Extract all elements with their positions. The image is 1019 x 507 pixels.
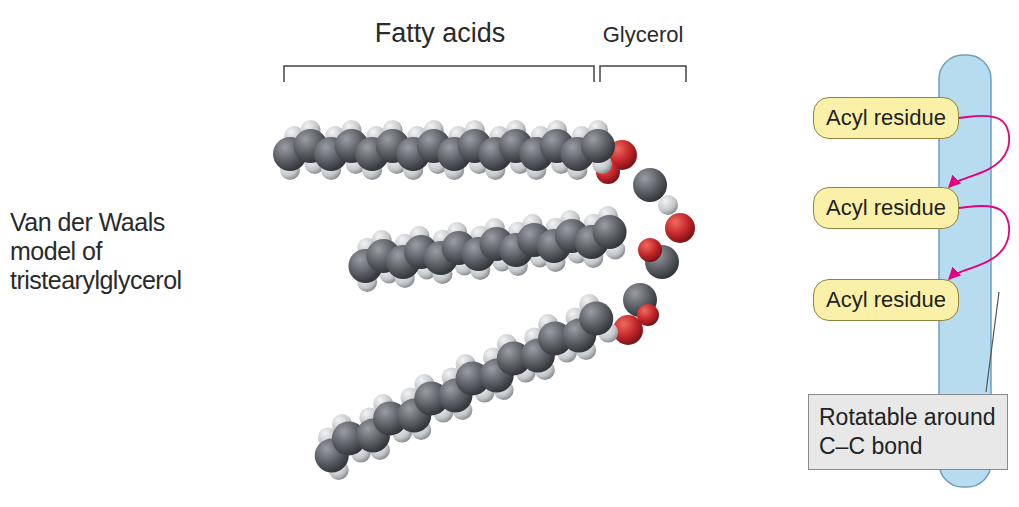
atom (665, 213, 695, 243)
group-label: Fatty acids (375, 18, 506, 49)
atom (658, 195, 678, 215)
acyl-residue-box: Acyl residue (813, 279, 959, 321)
fatty-acid-chain (315, 294, 618, 480)
fatty-acids-bracket (284, 66, 594, 82)
fatty-acid-chain (348, 206, 626, 292)
atom (638, 238, 662, 262)
acyl-residue-box: Acyl residue (813, 97, 959, 139)
node-text: Rotatable around C–C bond (819, 403, 997, 461)
fatty-acid-chain (273, 120, 615, 180)
atom (579, 301, 613, 335)
bracket (284, 66, 686, 82)
figure-label: Van der Waals model of tristearylglycero… (10, 208, 235, 294)
atom (581, 129, 615, 163)
space-filling-model (273, 120, 695, 480)
node-text: Acyl residue (826, 287, 946, 313)
atom (633, 168, 667, 202)
node-text: Acyl residue (826, 105, 946, 131)
glycerol-bracket (600, 66, 686, 82)
atom (593, 215, 627, 249)
group-label: Glycerol (603, 22, 684, 47)
atom (637, 304, 659, 326)
node-text: Acyl residue (826, 195, 946, 221)
acyl-residue-box: Acyl residue (813, 187, 959, 229)
leader-line (986, 292, 999, 392)
callout-box: Rotatable around C–C bond (808, 394, 1008, 470)
